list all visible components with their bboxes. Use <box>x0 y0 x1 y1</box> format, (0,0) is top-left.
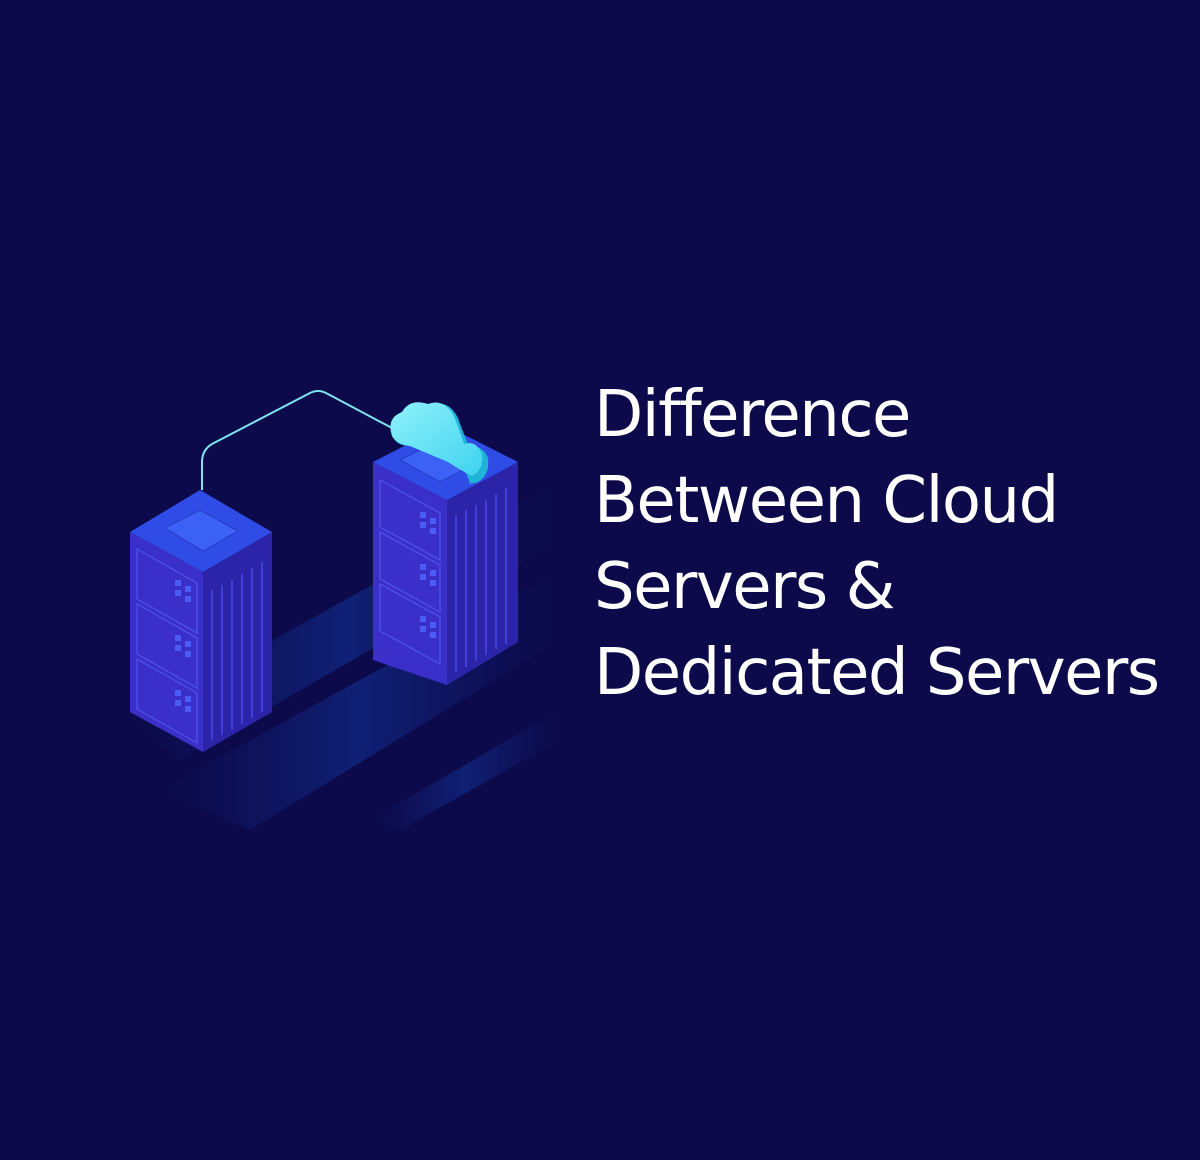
page-title: Difference Between Cloud Servers & Dedic… <box>594 372 1160 716</box>
title-line-2: Between Cloud <box>594 464 1059 538</box>
dedicated-server-icon <box>130 490 272 752</box>
connector-cable <box>201 390 393 490</box>
title-line-3: Servers & <box>594 550 895 624</box>
cloud-icon <box>390 402 489 484</box>
title-line-1: Difference <box>594 378 911 452</box>
cloud-server-icon <box>373 402 518 685</box>
title-line-4: Dedicated Servers <box>594 636 1160 710</box>
